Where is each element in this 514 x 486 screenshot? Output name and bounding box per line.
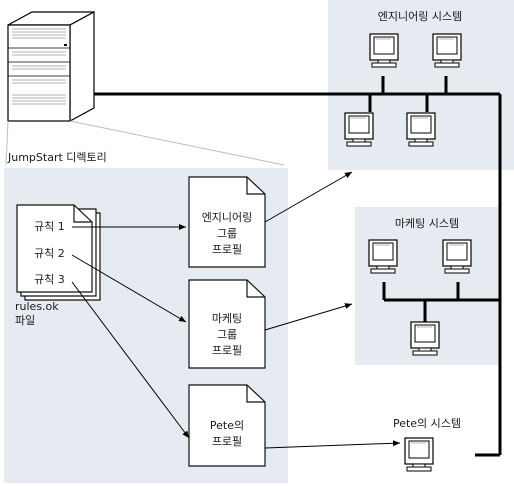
profile-doc-pete: [188, 384, 266, 467]
rule-2-label: 규칙 2: [34, 247, 65, 260]
pete-computer-icon: [404, 437, 434, 472]
profile-pete-line-2: 프로필: [212, 435, 242, 448]
profile-marketing-line-3: 프로필: [212, 344, 242, 357]
network-lines: [94, 76, 502, 457]
rule-3-label: 규칙 3: [34, 273, 65, 286]
rules-file-caption: 파일: [15, 313, 35, 327]
engineering-systems-label: 엔지니어링 시스템: [378, 10, 462, 23]
profile-engineering-line-2: 그룹: [217, 227, 237, 240]
rule-1-label: 규칙 1: [34, 220, 65, 233]
directory-label: JumpStart 디렉토리: [7, 151, 107, 164]
server-icon: [7, 10, 95, 123]
profile-doc-marketing: [188, 279, 266, 369]
rule-arrows: [71, 224, 190, 439]
profile-marketing-line-1: 마케팅: [212, 312, 242, 325]
profile-pete-line-1: Pete의: [210, 419, 244, 432]
profile-marketing-line-2: 그룹: [217, 328, 237, 341]
marketing-systems-label: 마케팅 시스템: [395, 217, 459, 230]
profile-doc-engineering: [188, 176, 266, 268]
profile-engineering-line-3: 프로필: [212, 243, 242, 256]
profile-arrows: [264, 171, 401, 449]
rules-file-name: rules.ok: [15, 300, 59, 313]
pete-system-label: Pete의 시스템: [393, 417, 461, 430]
profile-engineering-line-1: 엔지니어링: [202, 211, 253, 224]
